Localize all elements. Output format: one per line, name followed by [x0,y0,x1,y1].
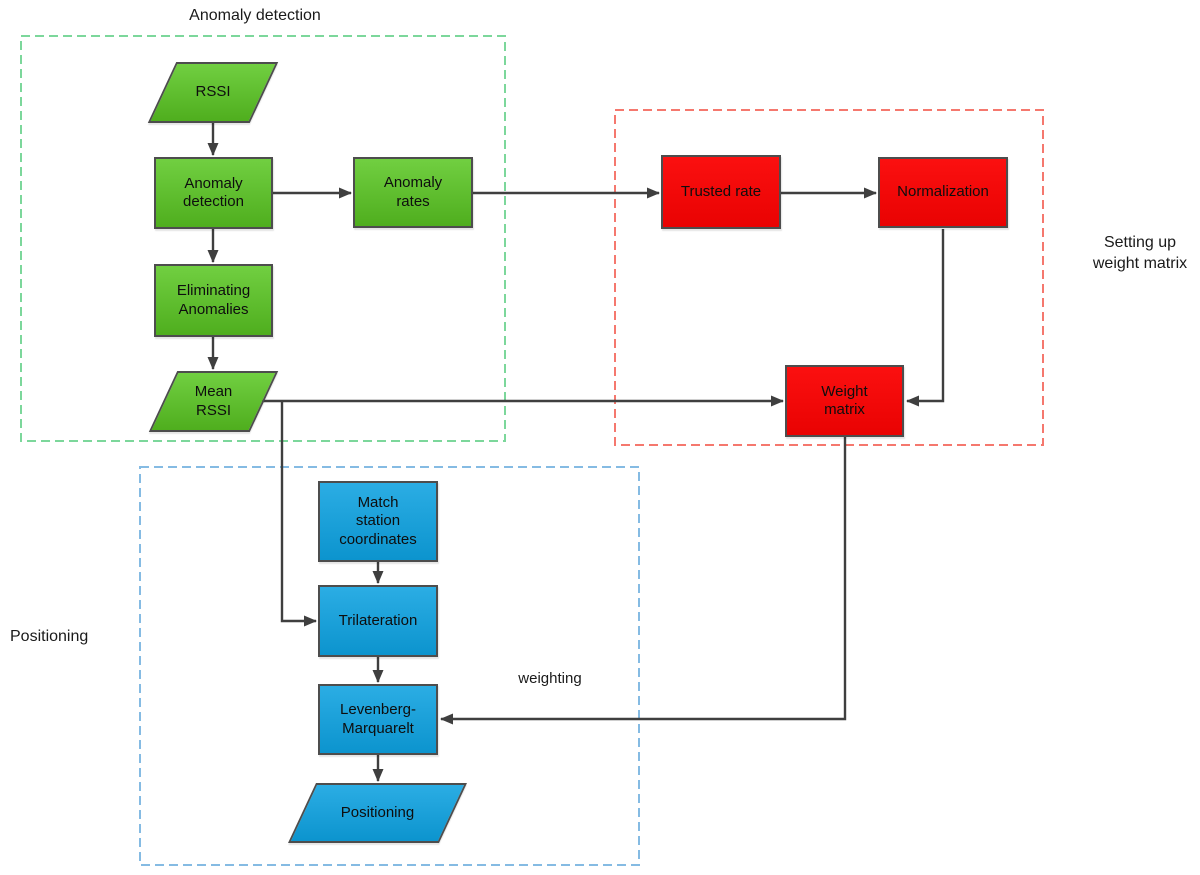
weight-matrix-group-label: Setting up weight matrix [1092,234,1188,272]
weight-matrix-label: Weight matrix [821,382,868,418]
anomaly-detection-label: Anomaly detection [183,174,244,210]
eliminating-anomalies-label: Eliminating Anomalies [176,282,251,318]
node-trilateration[interactable]: Trilateration [318,585,438,657]
anomaly-detection-group-label: Anomaly detection [189,7,321,24]
node-normalization[interactable]: Normalization [878,157,1008,228]
trilateration-label: Trilateration [338,611,418,629]
anomaly-rates-label: Anomaly rates [383,174,443,210]
edge-normalization-to-weight-matrix [906,229,945,407]
node-trusted-rate[interactable]: Trusted rate [661,155,781,229]
weighting-edge-label: weighting [518,670,582,687]
node-weight-matrix[interactable]: Weight matrix [785,365,904,437]
trusted-rate-label: Trusted rate [680,182,762,200]
edge-mean-rssi-to-trilateration [280,401,317,627]
match-station-coordinates-label: Match station coordinates [339,494,417,548]
node-anomaly-detection[interactable]: Anomaly detection [154,157,273,229]
node-match-station-coordinates[interactable]: Match station coordinates [318,481,438,562]
positioning-output-label: Positioning [340,803,415,821]
node-rssi[interactable]: RSSI [147,62,279,123]
mean-rssi-label: Mean RSSI [194,383,233,419]
normalization-label: Normalization [897,183,989,201]
rssi-label: RSSI [195,83,231,101]
node-positioning-output[interactable]: Positioning [288,783,467,843]
weight-matrix-group-border [614,109,1044,446]
positioning-group-label: Positioning [10,628,89,645]
node-anomaly-rates[interactable]: Anomaly rates [353,157,473,228]
levenberg-marquarelt-label: Levenberg- Marquarelt [340,701,416,737]
anomaly-detection-group-border [20,35,506,442]
node-mean-rssi[interactable]: Mean RSSI [148,371,279,432]
node-eliminating-anomalies[interactable]: Eliminating Anomalies [154,264,273,337]
edge-weight-matrix-to-levenberg [440,437,847,725]
node-levenberg-marquarelt[interactable]: Levenberg- Marquarelt [318,684,438,755]
